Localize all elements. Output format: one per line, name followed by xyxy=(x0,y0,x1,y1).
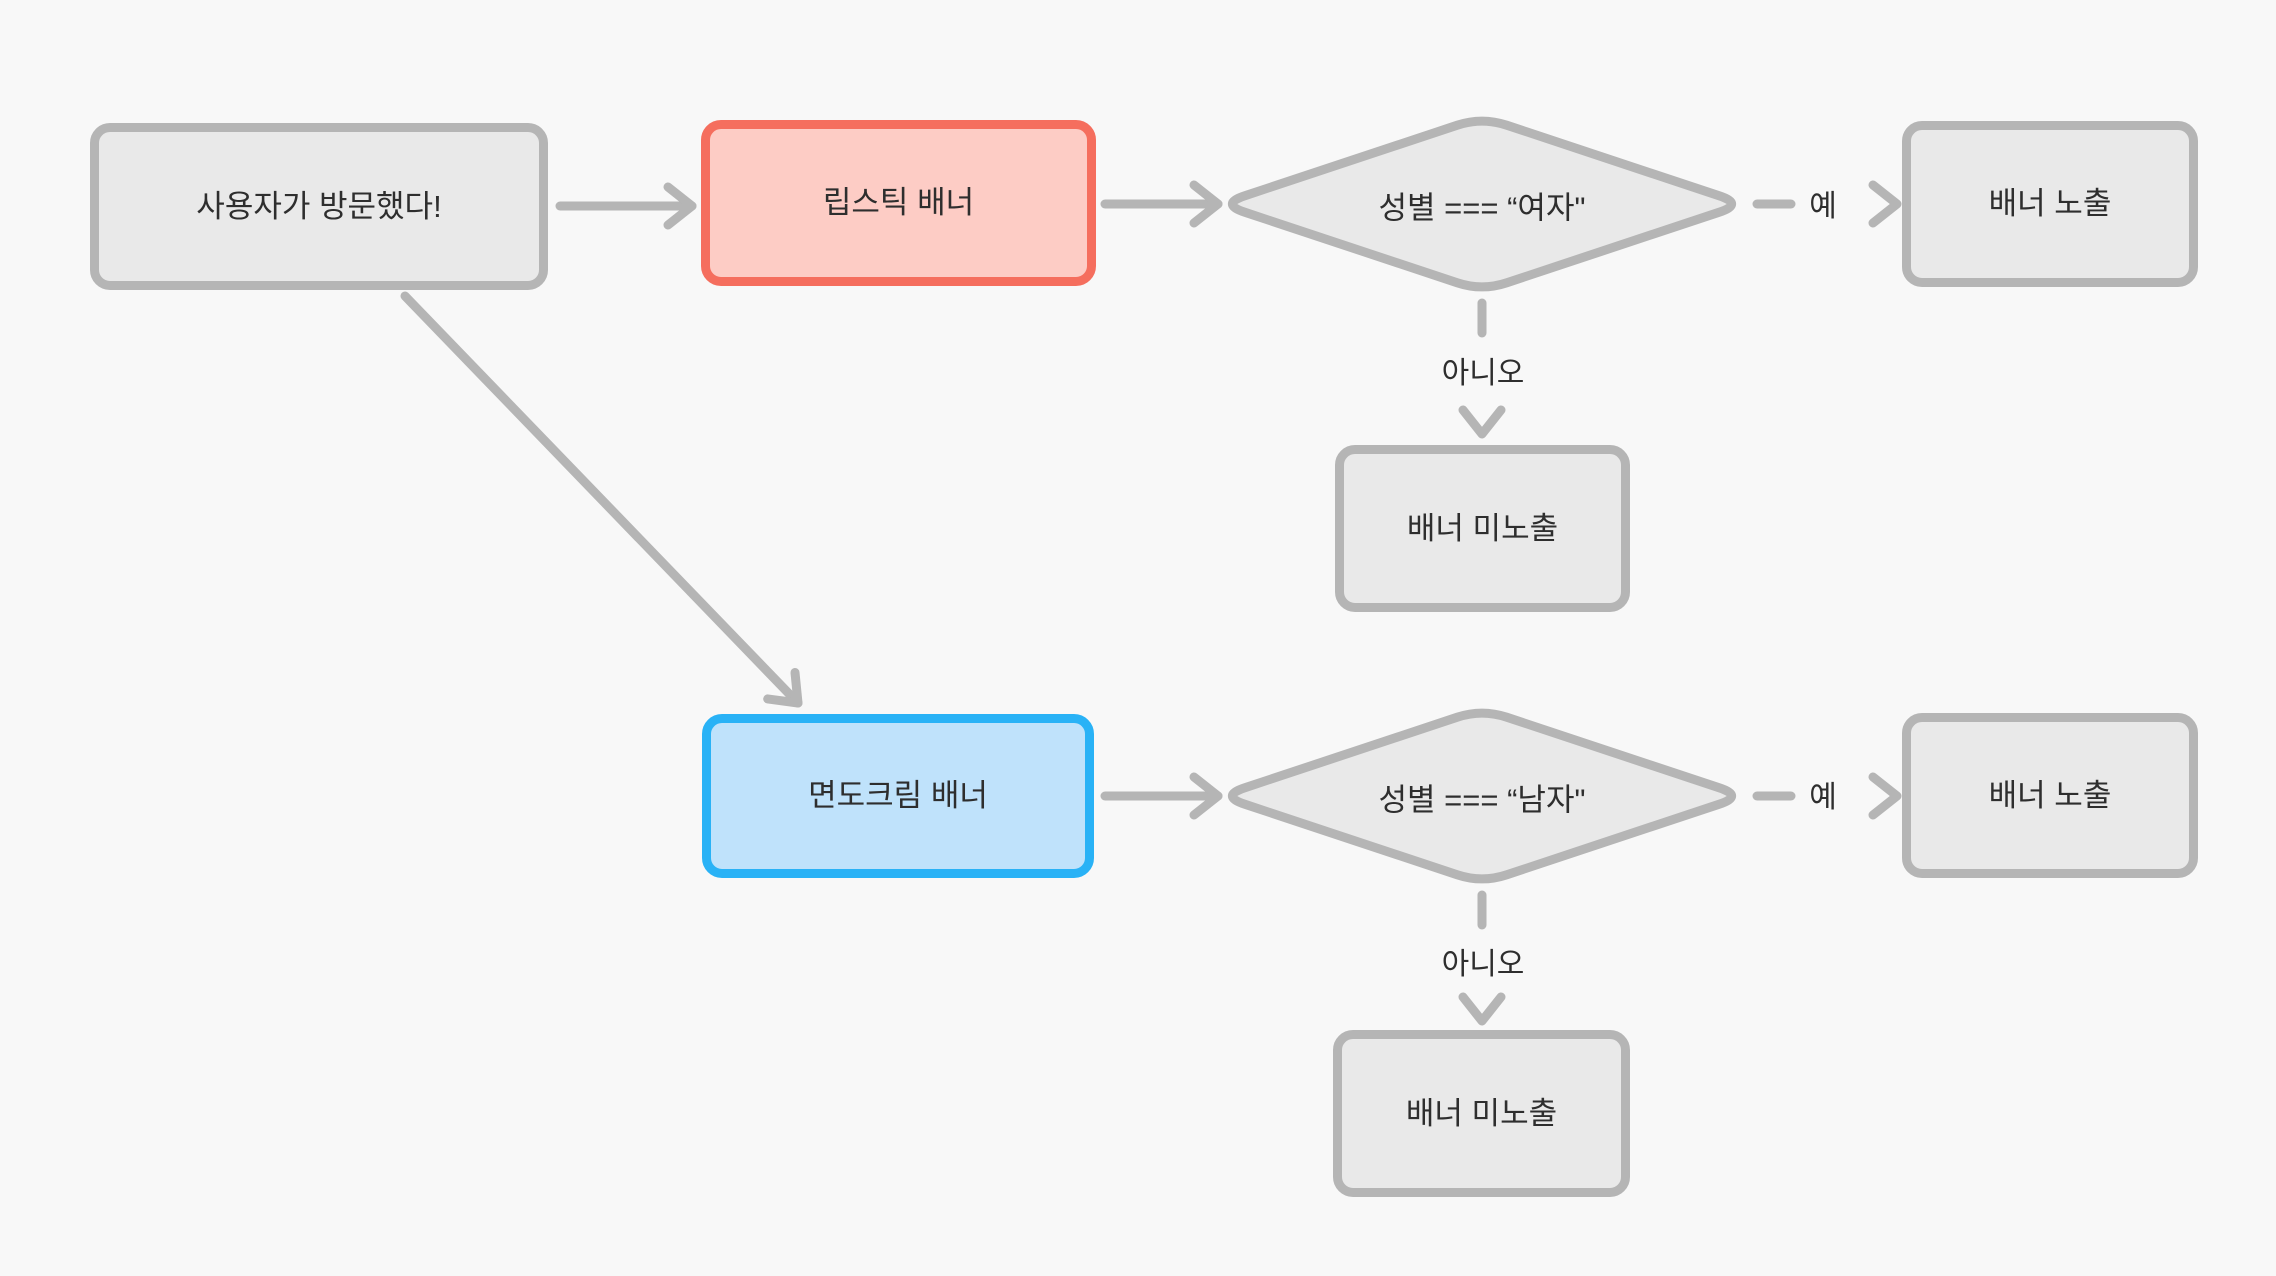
node-user-visited: 사용자가 방문했다! xyxy=(90,123,548,290)
node-lipstick-banner: 립스틱 배너 xyxy=(701,120,1096,286)
decision-gender-female-shape xyxy=(1227,116,1737,292)
node-shaving-cream-banner: 면도크림 배너 xyxy=(702,714,1094,878)
decision-gender-female-label: 성별 === “여자" xyxy=(1378,190,1586,226)
node-lipstick-banner-label: 립스틱 배너 xyxy=(822,185,975,221)
node-banner-hidden-female: 배너 미노출 xyxy=(1335,445,1630,612)
edge-label-yes-female: 예 xyxy=(1797,177,1849,229)
node-banner-shown-female-label: 배너 노출 xyxy=(1988,186,2112,222)
node-banner-shown-female: 배너 노출 xyxy=(1902,121,2198,287)
node-banner-hidden-female-label: 배너 미노출 xyxy=(1406,510,1559,546)
node-shaving-cream-banner-label: 면도크림 배너 xyxy=(808,778,988,814)
decision-gender-male-shape xyxy=(1227,708,1737,884)
edge-label-no-female: 아니오 xyxy=(1429,344,1537,396)
edge-label-yes-male: 예 xyxy=(1797,768,1849,820)
node-user-visited-label: 사용자가 방문했다! xyxy=(196,188,442,224)
edge-label-no-male: 아니오 xyxy=(1429,935,1537,987)
node-banner-hidden-male: 배너 미노출 xyxy=(1333,1030,1630,1197)
decision-gender-male-label: 성별 === “남자" xyxy=(1378,782,1586,818)
node-banner-shown-male-label: 배너 노출 xyxy=(1988,777,2112,813)
edge-start-to-shaving xyxy=(400,291,803,708)
node-banner-shown-male: 배너 노출 xyxy=(1902,713,2198,878)
node-banner-hidden-male-label: 배너 미노출 xyxy=(1405,1095,1558,1131)
